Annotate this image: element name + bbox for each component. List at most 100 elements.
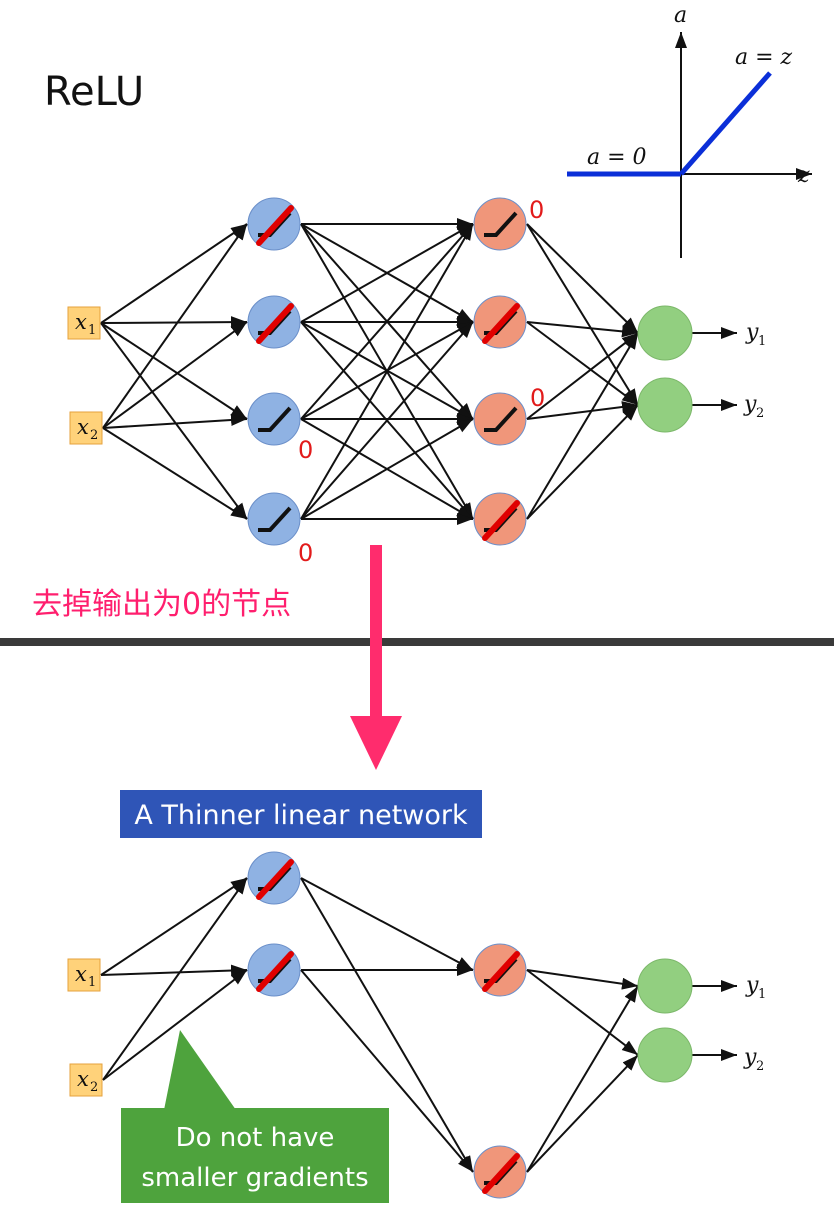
connection-edge — [526, 321, 639, 406]
active-linear-mark — [256, 205, 294, 246]
relu-inactive-icon — [258, 406, 292, 432]
active-linear-mark — [256, 951, 294, 992]
connection-edge — [526, 332, 639, 420]
input-label: x — [77, 415, 89, 439]
output-subscript: 1 — [758, 987, 766, 1002]
connection-edge — [300, 223, 474, 420]
connection-edge — [100, 877, 248, 976]
output-neuron — [637, 305, 693, 361]
connection-edge — [100, 964, 248, 977]
input-subscript: 1 — [88, 975, 96, 990]
input-label: x — [75, 310, 87, 334]
relu-linear-segment — [679, 71, 772, 176]
output-neuron — [637, 1027, 693, 1083]
output-subscript: 2 — [756, 1059, 764, 1074]
connection-edge — [100, 223, 248, 324]
a-axis-label: a — [674, 3, 687, 28]
connection-edge — [300, 223, 474, 323]
output-subscript: 2 — [756, 406, 764, 421]
connection-edge — [102, 877, 248, 1081]
instruction-text: 去掉输出为0的节点 — [32, 587, 291, 622]
output-label-y1: y — [745, 320, 759, 345]
callout-line-2: smaller gradients — [141, 1163, 368, 1193]
output-neuron — [637, 377, 693, 433]
page-title: ReLU — [44, 69, 144, 115]
active-linear-mark — [482, 951, 520, 992]
relu-inactive-icon — [484, 406, 518, 432]
output-label-y2: y — [743, 1045, 757, 1070]
connection-edge — [300, 418, 474, 520]
zero-label: 0 — [529, 196, 544, 224]
output-label-y2: y — [743, 392, 757, 417]
connection-edge — [526, 401, 639, 420]
input-subscript: 1 — [88, 323, 96, 338]
bottom-network-edges — [100, 877, 737, 1173]
connection-edge — [102, 969, 248, 1081]
hidden-neuron — [473, 295, 527, 349]
hidden-neuron — [247, 197, 301, 251]
active-linear-mark — [482, 303, 520, 344]
input-subscript: 2 — [90, 1080, 98, 1095]
connection-edge — [100, 322, 248, 520]
output-subscript: 1 — [758, 334, 766, 349]
zero-label: 0 — [298, 436, 313, 464]
connection-edge — [526, 969, 639, 990]
thin-network-banner: A Thinner linear network — [120, 790, 482, 838]
connection-edge — [102, 414, 248, 429]
connection-edge — [300, 877, 474, 971]
z-axis-label: z — [797, 163, 810, 188]
left-segment-label: a = 0 — [587, 145, 647, 170]
connection-edge — [100, 316, 248, 329]
input-subscript: 2 — [90, 428, 98, 443]
callout-line-1: Do not have — [176, 1123, 335, 1153]
active-linear-mark — [482, 1153, 520, 1194]
hidden-neuron — [473, 1145, 527, 1199]
output-label-y1: y — [745, 973, 759, 998]
gradient-callout: Do not have smaller gradients — [121, 1030, 389, 1203]
zero-label: 0 — [298, 539, 313, 567]
connection-edge — [526, 321, 639, 338]
hidden-neuron — [473, 943, 527, 997]
connection-edge — [300, 223, 474, 520]
connection-edge — [300, 321, 474, 520]
connection-edge — [102, 427, 248, 520]
connection-edge — [526, 985, 639, 1173]
active-linear-mark — [482, 500, 520, 541]
relu-inactive-icon — [258, 506, 292, 532]
active-linear-mark — [256, 859, 294, 900]
connection-edge — [102, 223, 248, 429]
relu-plot: a z a = 0 a = z — [567, 3, 812, 258]
relu-inactive-icon — [484, 211, 518, 237]
hidden-neuron — [247, 295, 301, 349]
hidden-neuron — [247, 492, 301, 546]
connection-edge — [526, 332, 639, 520]
thin-network-label: A Thinner linear network — [134, 800, 468, 831]
connection-edge — [526, 404, 639, 520]
zero-label: 0 — [530, 384, 545, 412]
top-network-edges — [100, 218, 737, 525]
input-label: x — [77, 1067, 89, 1091]
hidden-neuron — [473, 392, 527, 446]
connection-edge — [300, 877, 474, 1173]
connection-edge — [526, 969, 639, 1056]
section-divider — [0, 638, 834, 646]
connection-edge — [100, 322, 248, 420]
input-label: x — [75, 962, 87, 986]
transition-arrow — [350, 545, 402, 770]
connection-edge — [526, 223, 639, 406]
hidden-neuron — [473, 492, 527, 546]
connection-edge — [102, 321, 248, 429]
hidden-neuron — [247, 851, 301, 905]
connection-edge — [300, 969, 474, 1173]
hidden-neuron — [247, 392, 301, 446]
hidden-neuron — [473, 197, 527, 251]
right-segment-label: a = z — [735, 45, 793, 70]
connection-edge — [526, 223, 639, 334]
